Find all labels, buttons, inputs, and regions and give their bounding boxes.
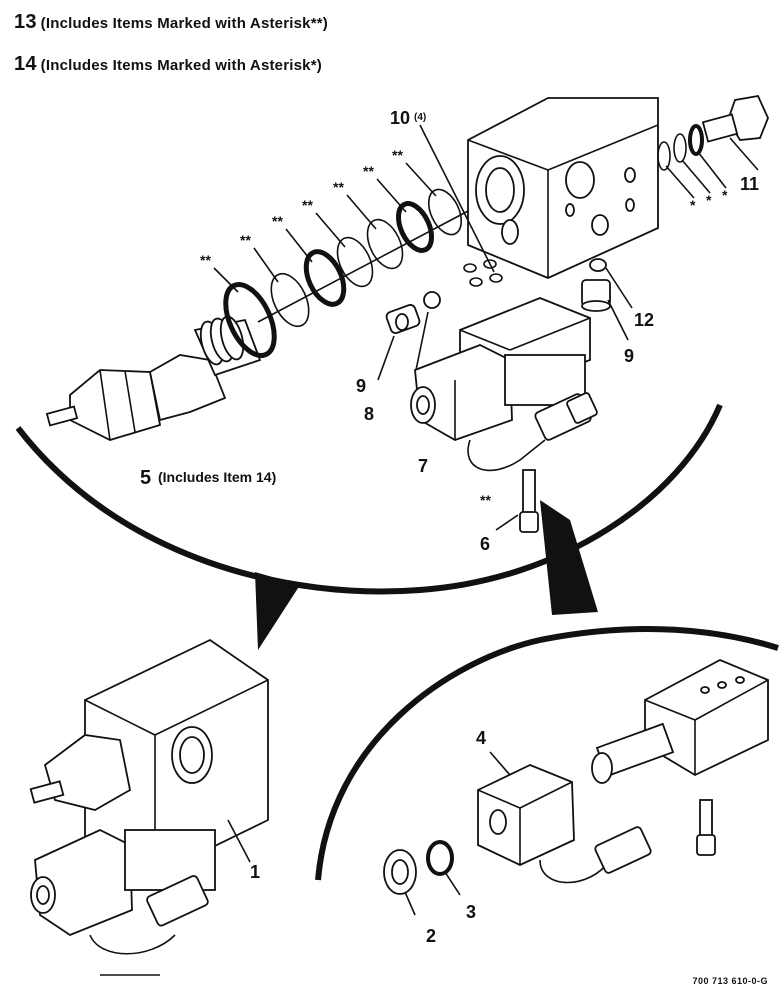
o-ring-set: [223, 188, 463, 358]
plug-12-and-9: [581, 258, 633, 341]
callout-9-right: 9: [624, 346, 634, 366]
callout-7: 7: [418, 456, 428, 476]
note-13-number: 13: [14, 11, 37, 33]
asterisk-label: *: [690, 197, 696, 213]
solenoid-assembly-7: [410, 297, 598, 472]
callout-12: 12: [634, 310, 654, 330]
centerline-cartridge: [257, 209, 471, 323]
note-14-number: 14: [14, 53, 37, 75]
callout-3: 3: [466, 902, 476, 922]
callout-11: 11: [740, 174, 759, 194]
callout-8: 8: [364, 404, 374, 424]
asterisk-label: **: [333, 179, 344, 195]
callout-10-qty: (4): [414, 112, 426, 123]
callout-1: 1: [250, 862, 260, 882]
asterisk-label: *: [722, 187, 728, 203]
callout-9-left: 9: [356, 376, 366, 396]
cartridge-valve-5: [45, 315, 262, 441]
o-rings-10: [419, 124, 503, 287]
valve-body-block: [467, 97, 659, 279]
asterisk-label: **: [480, 492, 491, 508]
drawing-number: 700 713 610-0-G: [692, 976, 768, 986]
callout-6: 6: [480, 534, 490, 554]
bolt-6: **: [480, 469, 539, 533]
asterisk-label: **: [392, 147, 403, 163]
asterisk-label: *: [706, 192, 712, 208]
callout-4: 4: [476, 728, 486, 748]
note-13-text: (Includes Items Marked with Asterisk**): [40, 15, 328, 32]
callout-5: 5: [140, 467, 151, 489]
asterisk-label: **: [200, 252, 211, 268]
callout-5-note: (Includes Item 14): [158, 469, 276, 485]
plug-11: * * *: [657, 94, 769, 213]
assembled-valve-1: [29, 638, 269, 955]
right-detail-pointer: [540, 500, 598, 615]
asterisk-label: **: [240, 232, 251, 248]
callout-2: 2: [426, 926, 436, 946]
left-detail-pointer: [255, 572, 300, 650]
asterisk-label: **: [272, 213, 283, 229]
callout-10: 10: [390, 108, 410, 128]
fittings-8-9: [377, 291, 441, 381]
coil-detail: [383, 659, 769, 916]
upper-detail-arc: [15, 403, 723, 595]
note-item-14: 14(Includes Items Marked with Asterisk*): [14, 53, 322, 76]
note-14-text: (Includes Items Marked with Asterisk*): [40, 57, 322, 74]
asterisk-label: **: [363, 163, 374, 179]
note-item-13: 13(Includes Items Marked with Asterisk**…: [14, 11, 328, 34]
asterisk-label: **: [302, 197, 313, 213]
lower-detail-arc: [315, 625, 779, 881]
o-ring-asterisks: ** ** ** ** ** ** **: [200, 147, 437, 293]
